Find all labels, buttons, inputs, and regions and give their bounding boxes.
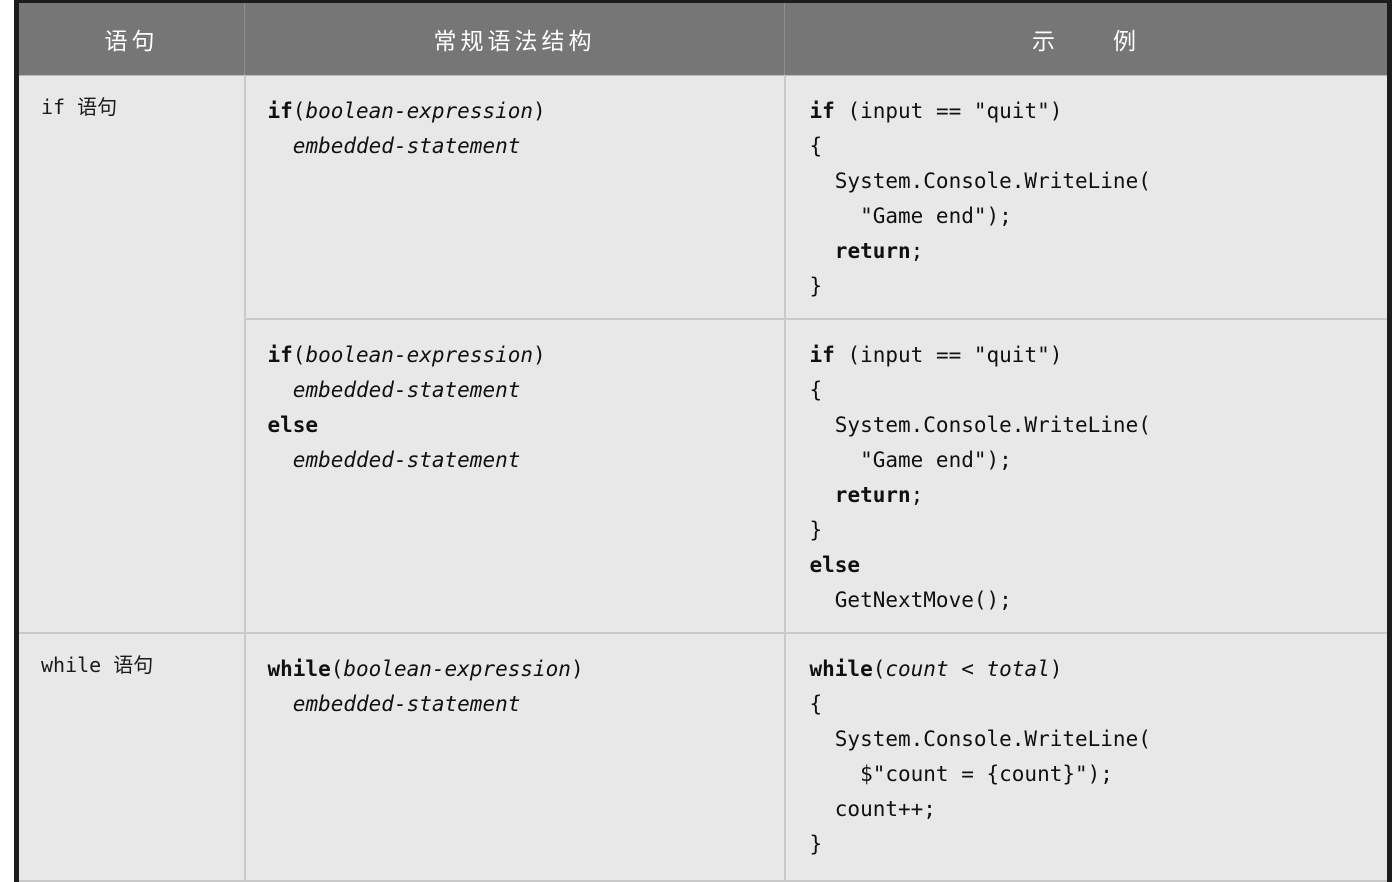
code-text: } — [809, 832, 823, 856]
code-placeholder: count < total — [885, 657, 1050, 681]
syntax-code-block: if(boolean-expression) embedded-statemen… — [268, 338, 770, 478]
code-text: { — [809, 134, 823, 158]
code-text: "Game end"); — [809, 204, 1012, 228]
example-code-block: while(count < total) { System.Console.Wr… — [810, 652, 1374, 862]
cell-general-syntax: while(boolean-expression) embedded-state… — [244, 632, 786, 881]
column-header-statement: 语句 — [16, 1, 245, 76]
code-placeholder: embedded-statement — [292, 448, 521, 472]
code-text: ( — [292, 99, 306, 123]
code-keyword: else — [809, 553, 861, 577]
code-placeholder: embedded-statement — [292, 134, 521, 158]
code-keyword: if — [267, 99, 293, 123]
statement-label: while 语句 — [41, 653, 154, 677]
code-text — [268, 378, 293, 402]
table-row: if(boolean-expression) embedded-statemen… — [17, 318, 1390, 633]
code-text: } — [809, 274, 823, 298]
cell-inner: if(boolean-expression) embedded-statemen… — [246, 320, 784, 492]
code-text: { — [809, 692, 823, 716]
column-header-general-syntax-structure: 常规语法结构 — [244, 1, 785, 76]
code-keyword: while — [267, 657, 331, 681]
code-placeholder: boolean-expression — [305, 343, 534, 367]
cell-general-syntax: if(boolean-expression) embedded-statemen… — [244, 318, 786, 633]
code-text: count++; — [809, 797, 936, 821]
code-text: System.Console.WriteLine( — [809, 413, 1151, 437]
cell-general-syntax: if(boolean-expression) embedded-statemen… — [244, 75, 786, 319]
code-text: $"count = {count}"); — [809, 762, 1113, 786]
code-text: ( — [292, 343, 306, 367]
code-text: System.Console.WriteLine( — [809, 169, 1151, 193]
code-text — [268, 448, 293, 472]
cell-inner: while(count < total) { System.Console.Wr… — [786, 634, 1388, 876]
code-text: (input == "quit") — [834, 99, 1063, 123]
code-text: System.Console.WriteLine( — [809, 727, 1151, 751]
cell-inner: if(boolean-expression) embedded-statemen… — [246, 76, 784, 178]
column-header-example: 示 例 — [784, 1, 1390, 76]
code-keyword: return — [834, 483, 911, 507]
code-text: "Game end"); — [809, 448, 1012, 472]
code-text: ) — [1049, 657, 1063, 681]
cell-inner: while 语句 — [19, 634, 244, 692]
cell-inner: while(boolean-expression) embedded-state… — [246, 634, 784, 736]
code-keyword: return — [834, 239, 911, 263]
code-keyword: else — [267, 413, 319, 437]
cell-inner: if 语句 — [19, 76, 244, 134]
code-text: } — [809, 518, 823, 542]
code-text: ( — [330, 657, 344, 681]
syntax-code-block: while(boolean-expression) embedded-state… — [268, 652, 770, 722]
code-keyword: while — [809, 657, 873, 681]
code-text: ; — [910, 483, 924, 507]
code-placeholder: boolean-expression — [305, 99, 534, 123]
code-placeholder: embedded-statement — [292, 378, 521, 402]
code-text — [810, 483, 835, 507]
example-code-block: if (input == "quit") { System.Console.Wr… — [810, 94, 1374, 304]
syntax-code-block: if(boolean-expression) embedded-statemen… — [268, 94, 770, 164]
code-text: ( — [872, 657, 886, 681]
code-text: GetNextMove(); — [809, 588, 1012, 612]
cell-example: if (input == "quit") { System.Console.Wr… — [784, 75, 1390, 319]
table-header: 语句 常规语法结构 示 例 — [16, 1, 1390, 76]
cell-inner: if (input == "quit") { System.Console.Wr… — [786, 76, 1388, 318]
code-text: ; — [910, 239, 924, 263]
code-keyword: if — [809, 343, 835, 367]
statement-label: if 语句 — [41, 95, 118, 119]
code-text — [810, 239, 835, 263]
cell-inner: if (input == "quit") { System.Console.Wr… — [786, 320, 1388, 632]
code-text: { — [809, 378, 823, 402]
code-placeholder: boolean-expression — [343, 657, 571, 681]
code-text: ) — [533, 99, 546, 123]
code-text — [268, 134, 293, 158]
code-text — [268, 692, 293, 716]
cell-statement-name: while 语句 — [16, 632, 246, 881]
cell-example: while(count < total) { System.Console.Wr… — [784, 632, 1390, 881]
example-code-block: if (input == "quit") { System.Console.Wr… — [810, 338, 1374, 618]
code-text: (input == "quit") — [834, 343, 1063, 367]
code-text: ) — [533, 343, 546, 367]
code-keyword: if — [267, 343, 293, 367]
code-keyword: if — [809, 99, 835, 123]
code-text: ) — [570, 657, 584, 681]
header-row: 语句 常规语法结构 示 例 — [16, 1, 1390, 76]
cell-example: if (input == "quit") { System.Console.Wr… — [784, 318, 1390, 633]
cell-statement-name: if 语句 — [16, 75, 246, 633]
code-placeholder: embedded-statement — [292, 692, 521, 716]
